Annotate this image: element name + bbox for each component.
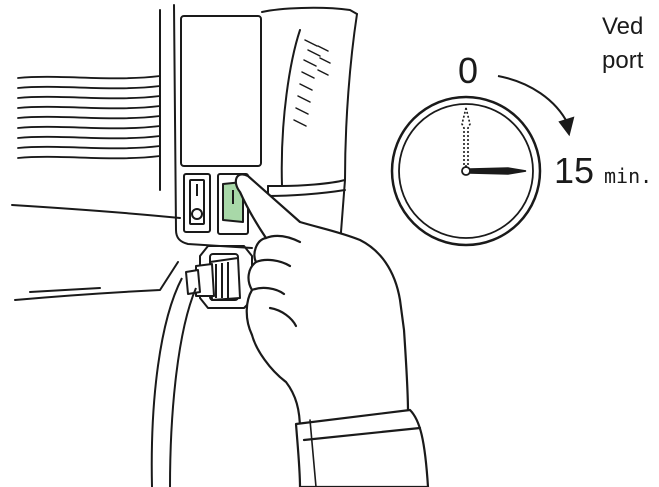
power-cord: [150, 277, 197, 487]
cover-vent: [293, 39, 331, 127]
clock-start-label: 0: [458, 50, 478, 91]
left-switch: [183, 173, 211, 233]
caption-line-2: port: [602, 47, 644, 74]
sleeve: [294, 408, 430, 487]
power-plug: [185, 257, 241, 301]
vent-slats: [17, 75, 161, 160]
time-arrow: [497, 75, 575, 137]
clock-end-unit: min.: [604, 164, 652, 188]
caption-line-1: Ved: [602, 13, 643, 40]
hand: [234, 173, 410, 432]
clock: [390, 95, 542, 247]
clock-end-number: 15: [554, 150, 594, 191]
printer-body: [11, 4, 358, 301]
